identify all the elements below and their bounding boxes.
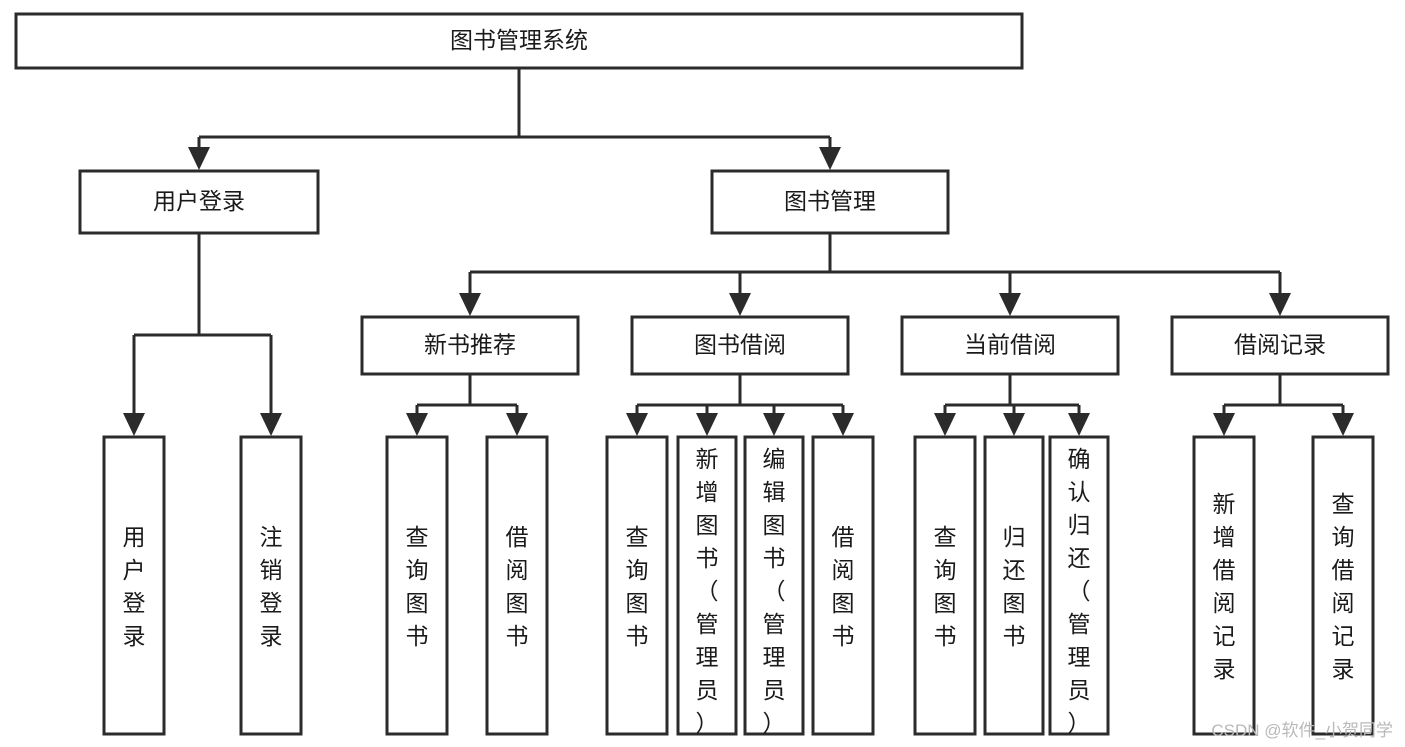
node-box <box>605 435 669 736</box>
node-label: 查询图书 <box>934 524 957 649</box>
node-leaf-query-book-borrow[interactable]: 查询图书 <box>605 435 669 736</box>
node-label: 注销登录 <box>260 524 283 649</box>
node-user-login[interactable]: 用户登录 <box>78 169 320 235</box>
node-box <box>102 435 166 736</box>
node-box <box>676 435 738 736</box>
node-new-book-rec[interactable]: 新书推荐 <box>360 315 580 376</box>
arrow-head-icon <box>459 293 481 316</box>
arrow-head-icon <box>763 413 785 436</box>
arrow-head-icon <box>626 413 648 436</box>
node-label: 图书管理 <box>784 188 876 214</box>
node-label: 用户登录 <box>153 188 245 214</box>
arrow-head-icon <box>832 413 854 436</box>
arrow-head-icon <box>696 413 718 436</box>
node-box <box>710 169 950 235</box>
arrow-head-icon <box>934 413 956 436</box>
node-leaf-query-book-current[interactable]: 查询图书 <box>913 435 977 736</box>
node-label: 编辑图书（管理员） <box>763 446 786 736</box>
node-leaf-return-book[interactable]: 归还图书 <box>983 435 1045 736</box>
arrow-head-icon <box>1213 413 1235 436</box>
node-box <box>14 12 1024 70</box>
node-leaf-borrow-book[interactable]: 借阅图书 <box>811 435 875 736</box>
node-label: 借阅图书 <box>832 524 855 649</box>
node-current-borrow[interactable]: 当前借阅 <box>900 315 1120 376</box>
arrow-head-icon <box>260 413 282 436</box>
node-box <box>983 435 1045 736</box>
node-box <box>743 435 805 736</box>
arrow-head-icon <box>729 293 751 316</box>
node-leaf-query-book-rec[interactable]: 查询图书 <box>385 435 449 736</box>
node-label: 确认归还（管理员） <box>1068 446 1091 736</box>
node-book-manage[interactable]: 图书管理 <box>710 169 950 235</box>
node-box <box>811 435 875 736</box>
node-box <box>78 169 320 235</box>
arrow-head-icon <box>188 147 210 170</box>
node-leaf-edit-book[interactable]: 编辑图书（管理员） <box>743 435 805 736</box>
node-label: 图书管理系统 <box>450 27 588 53</box>
node-label: 新增借阅记录 <box>1213 491 1236 682</box>
node-label: 新增图书（管理员） <box>696 446 719 736</box>
node-book-borrow[interactable]: 图书借阅 <box>630 315 850 376</box>
node-label: 新书推荐 <box>424 332 516 358</box>
arrow-head-icon <box>819 147 841 170</box>
arrow-head-icon <box>1269 293 1291 316</box>
node-label: 用户登录 <box>123 524 146 649</box>
node-label: 借阅图书 <box>506 524 529 649</box>
node-label: 查询图书 <box>626 524 649 649</box>
node-box <box>913 435 977 736</box>
node-label: 查询图书 <box>406 524 429 649</box>
node-label: 图书借阅 <box>694 332 786 358</box>
node-box <box>239 435 303 736</box>
node-box <box>360 315 580 376</box>
node-label: 借阅记录 <box>1234 332 1326 358</box>
node-root[interactable]: 图书管理系统 <box>14 12 1024 70</box>
node-box <box>385 435 449 736</box>
arrow-head-icon <box>123 413 145 436</box>
arrow-head-icon <box>999 293 1021 316</box>
node-box <box>1192 435 1256 736</box>
node-label: 当前借阅 <box>964 332 1056 358</box>
node-box <box>630 315 850 376</box>
node-label: 查询借阅记录 <box>1332 491 1355 682</box>
node-box <box>485 435 549 736</box>
node-leaf-query-record[interactable]: 查询借阅记录 <box>1311 435 1375 736</box>
edges-layer <box>123 68 1354 436</box>
node-leaf-confirm-return[interactable]: 确认归还（管理员） <box>1048 435 1110 736</box>
node-box <box>1048 435 1110 736</box>
arrow-head-icon <box>1332 413 1354 436</box>
node-leaf-add-book[interactable]: 新增图书（管理员） <box>676 435 738 736</box>
node-box <box>900 315 1120 376</box>
arrow-head-icon <box>506 413 528 436</box>
arrow-head-icon <box>406 413 428 436</box>
node-leaf-logout[interactable]: 注销登录 <box>239 435 303 736</box>
node-box <box>1170 315 1390 376</box>
node-leaf-add-record[interactable]: 新增借阅记录 <box>1192 435 1256 736</box>
arrow-head-icon <box>1003 413 1025 436</box>
node-box <box>1311 435 1375 736</box>
arrow-head-icon <box>1068 413 1090 436</box>
node-borrow-record[interactable]: 借阅记录 <box>1170 315 1390 376</box>
node-leaf-user-login[interactable]: 用户登录 <box>102 435 166 736</box>
nodes-layer: 图书管理系统用户登录图书管理新书推荐图书借阅当前借阅借阅记录用户登录注销登录查询… <box>14 12 1390 736</box>
node-leaf-borrow-book-rec[interactable]: 借阅图书 <box>485 435 549 736</box>
node-label: 归还图书 <box>1003 524 1026 649</box>
